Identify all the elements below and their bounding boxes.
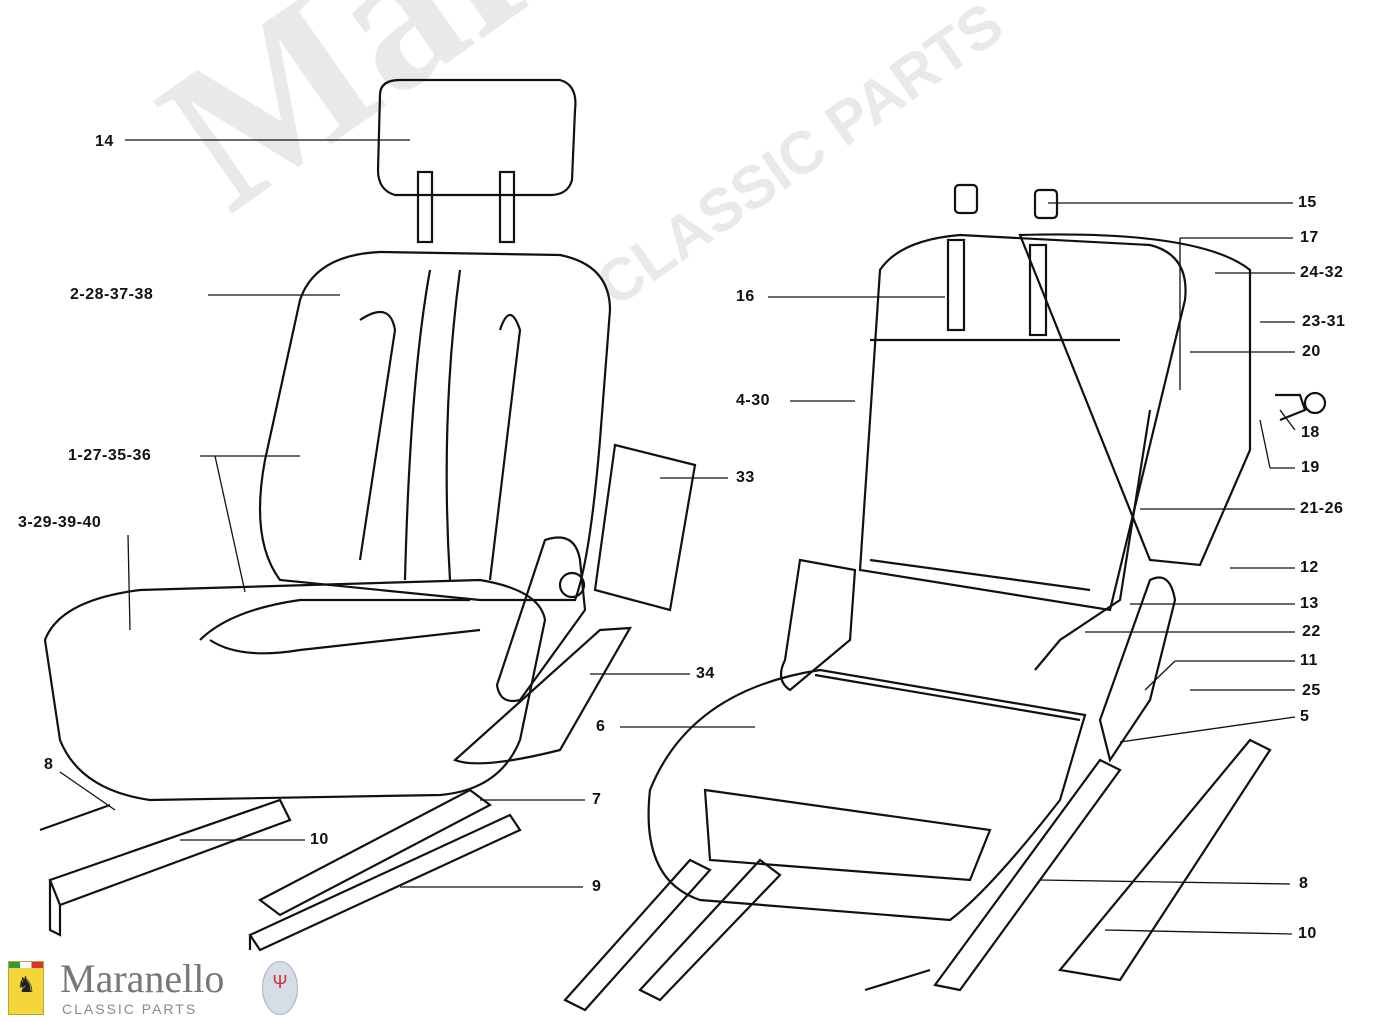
callout-2-28-37-38: 2-28-37-38 bbox=[70, 286, 154, 303]
rail bbox=[638, 858, 782, 1002]
callout-20: 20 bbox=[1302, 343, 1321, 360]
callout-21-26: 21-26 bbox=[1300, 500, 1344, 517]
logo-name: Maranello bbox=[60, 956, 225, 1001]
callout-1-27-35-36: 1-27-35-36 bbox=[68, 447, 152, 464]
spring bbox=[39, 803, 111, 832]
seat-frame bbox=[647, 668, 1087, 922]
callout-12: 12 bbox=[1300, 559, 1319, 576]
backrest bbox=[258, 250, 612, 602]
rail bbox=[248, 813, 522, 952]
callout-16: 16 bbox=[736, 288, 755, 305]
headrest-post bbox=[498, 170, 516, 244]
logo-tagline: CLASSIC PARTS bbox=[62, 1001, 198, 1017]
frame-post bbox=[1028, 243, 1048, 337]
callout-33: 33 bbox=[736, 469, 755, 486]
rail bbox=[563, 858, 712, 1012]
maserati-trident-icon: Ψ bbox=[262, 961, 298, 1015]
recliner-bracket bbox=[495, 536, 587, 703]
back-panel bbox=[1018, 233, 1252, 567]
callout-10-left: 10 bbox=[310, 831, 329, 848]
callout-9: 9 bbox=[592, 878, 602, 895]
callout-11: 11 bbox=[1300, 652, 1318, 669]
callout-6: 6 bbox=[596, 718, 606, 735]
crank-handle bbox=[1275, 393, 1307, 422]
frame-post bbox=[946, 238, 966, 332]
seat-cushion bbox=[43, 578, 547, 802]
callout-34: 34 bbox=[696, 665, 715, 682]
callout-19: 19 bbox=[1301, 459, 1320, 476]
callout-7: 7 bbox=[592, 791, 602, 808]
callout-8-right: 8 bbox=[1299, 875, 1309, 892]
maranello-logo: ♞ Maranello CLASSIC PARTS Ψ bbox=[4, 955, 324, 1021]
headrest-post bbox=[416, 170, 434, 244]
armrest-cover bbox=[593, 443, 697, 612]
callout-22: 22 bbox=[1302, 623, 1321, 640]
callout-3-29-39-40: 3-29-39-40 bbox=[18, 514, 102, 531]
rail bbox=[1057, 738, 1272, 982]
callout-25: 25 bbox=[1302, 682, 1321, 699]
side-bracket bbox=[1098, 576, 1177, 763]
callout-18: 18 bbox=[1301, 424, 1320, 441]
callout-5: 5 bbox=[1300, 708, 1310, 725]
callout-17: 17 bbox=[1300, 229, 1319, 246]
cable bbox=[1034, 409, 1152, 671]
callout-14: 14 bbox=[95, 133, 114, 150]
headrest bbox=[376, 78, 577, 197]
callout-4-30: 4-30 bbox=[736, 392, 771, 409]
callout-24-32: 24-32 bbox=[1300, 264, 1344, 281]
rail bbox=[48, 798, 292, 937]
side-bracket bbox=[779, 558, 857, 692]
callout-10-right: 10 bbox=[1298, 925, 1317, 942]
rail bbox=[933, 758, 1122, 992]
callout-13: 13 bbox=[1300, 595, 1319, 612]
callout-23-31: 23-31 bbox=[1302, 313, 1346, 330]
ferrari-shield-icon: ♞ bbox=[8, 961, 44, 1015]
backrest-frame bbox=[858, 233, 1187, 612]
trim-strip bbox=[452, 626, 632, 765]
rail bbox=[257, 788, 493, 917]
callout-15: 15 bbox=[1298, 194, 1317, 211]
callout-8-left: 8 bbox=[44, 756, 54, 773]
